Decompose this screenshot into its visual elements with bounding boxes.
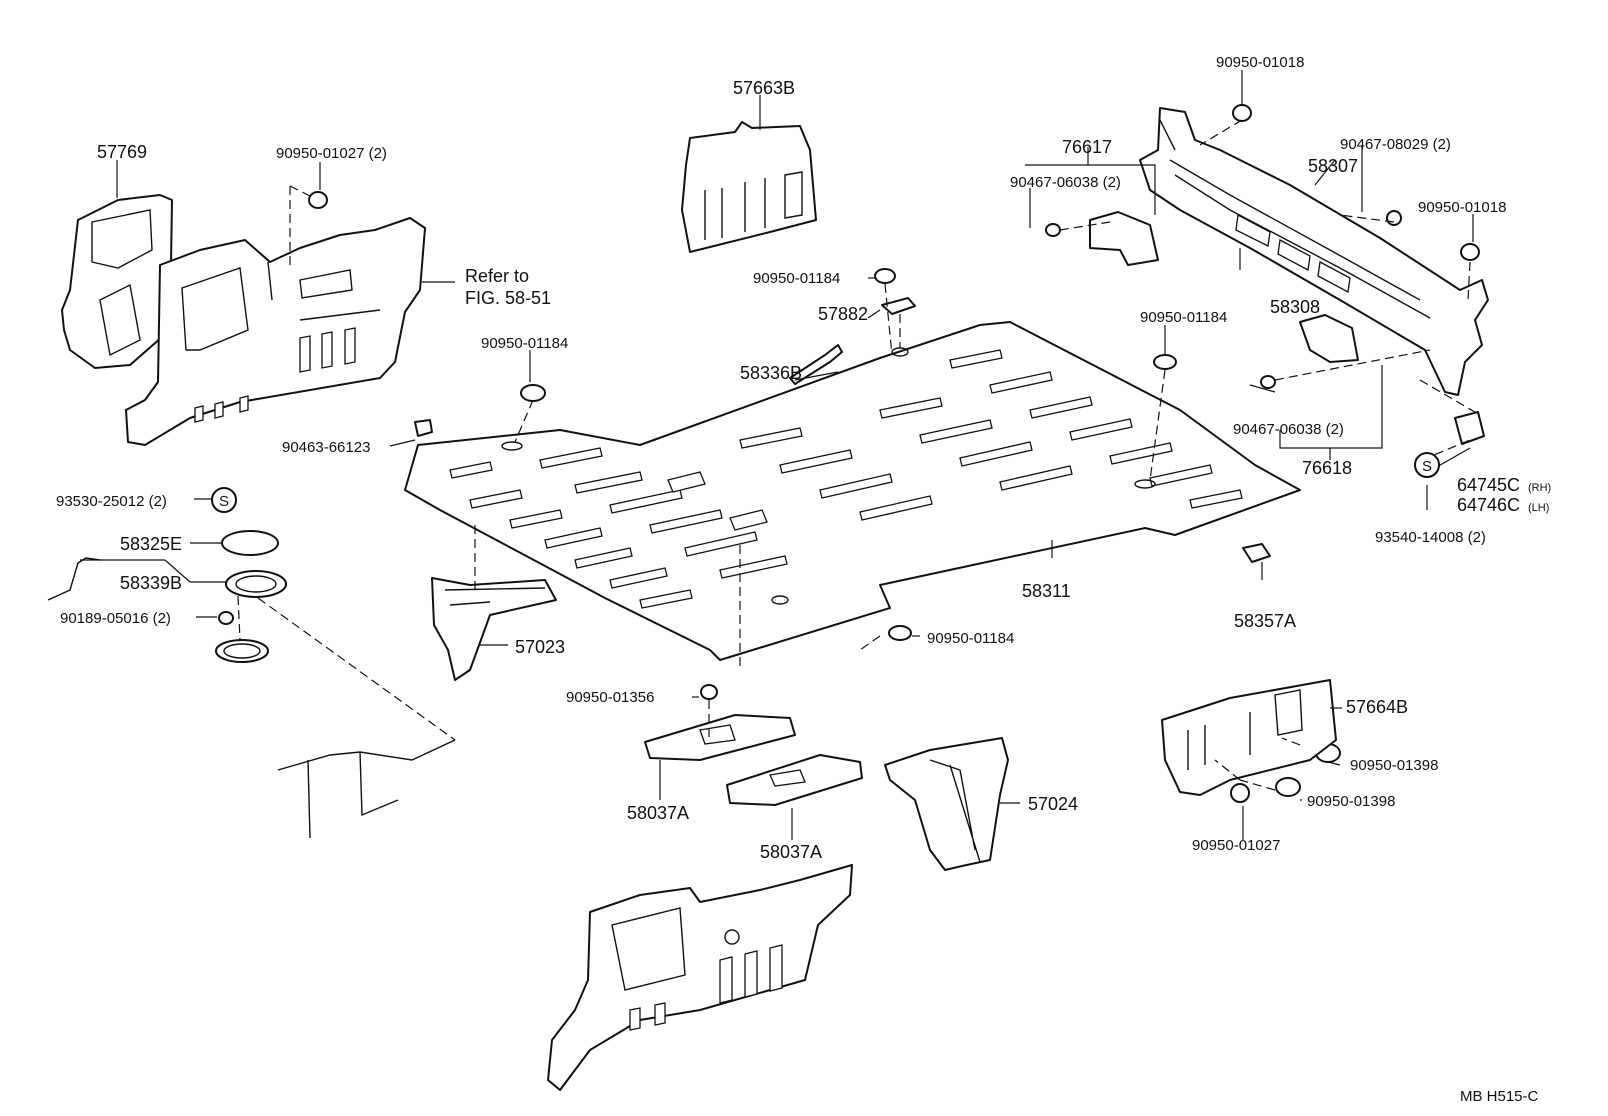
label-58336B: 58336B — [740, 363, 802, 383]
label-90950-01184-b: 90950-01184 — [1140, 309, 1227, 326]
label-90463-66123: 90463-66123 — [282, 439, 370, 456]
label-90950-01184-c: 90950-01184 — [481, 335, 568, 352]
part-58325E-grommet — [221, 530, 279, 556]
s-symbol-left-text: S — [219, 493, 229, 510]
label-90467-08029-2: 90467-08029 (2) — [1340, 136, 1451, 153]
label-93540-14008-2: 93540-14008 (2) — [1375, 529, 1486, 546]
label-58308: 58308 — [1270, 297, 1320, 317]
label-90950-01027: 90950-01027 — [1192, 837, 1280, 854]
label-57769: 57769 — [97, 142, 147, 162]
s-symbol-left: S — [211, 487, 237, 513]
part-57769-side-panel — [61, 194, 173, 369]
label-64745C-suffix: (RH) — [1528, 482, 1551, 494]
part-side-panel-bottom — [547, 864, 853, 1091]
label-57664B: 57664B — [1346, 697, 1408, 717]
label-90467-06038-2-bottom: 90467-06038 (2) — [1233, 421, 1344, 438]
label-58037A-b: 58037A — [760, 842, 822, 862]
label-76617: 76617 — [1062, 137, 1112, 157]
part-90463-66123-clip — [414, 419, 433, 437]
label-footer-code: MB H515-C — [1460, 1088, 1539, 1105]
label-90950-01184-d: 90950-01184 — [927, 630, 1014, 647]
label-58357A: 58357A — [1234, 611, 1296, 631]
part-57024-member — [884, 737, 1009, 871]
label-57024: 57024 — [1028, 794, 1078, 814]
part-57023-member — [431, 577, 557, 681]
label-57023: 57023 — [515, 637, 565, 657]
part-58339B-ring — [225, 570, 287, 598]
label-58037A-a: 58037A — [627, 803, 689, 823]
label-76618: 76618 — [1302, 458, 1352, 478]
label-58311: 58311 — [1022, 581, 1071, 601]
leader-lines — [80, 70, 1481, 840]
part-58037A-bracket-a — [644, 714, 796, 761]
label-64745C: 64745C — [1457, 475, 1520, 495]
part-ring-lower — [215, 639, 269, 663]
s-symbol-right-text: S — [1422, 458, 1432, 475]
label-58325E: 58325E — [120, 534, 182, 554]
label-90950-01184-a: 90950-01184 — [753, 270, 840, 287]
label-90950-01356: 90950-01356 — [566, 689, 654, 706]
part-64745C-bracket — [1454, 411, 1485, 445]
part-58307-rear-crossmember — [1139, 107, 1489, 396]
floor-pan-ribs — [449, 349, 1243, 609]
label-90950-01027-2: 90950-01027 (2) — [276, 145, 387, 162]
label-93530-25012-2: 93530-25012 (2) — [56, 493, 167, 510]
part-57664B-panel — [1161, 679, 1337, 796]
label-57882: 57882 — [818, 304, 868, 324]
label-refer-to-line1: Refer to — [465, 266, 529, 286]
label-refer-to-line2: FIG. 58-51 — [465, 288, 551, 308]
part-58336B-bracket — [789, 344, 843, 385]
part-fuel-tank-outline — [47, 557, 456, 839]
part-58357A-clip — [1242, 543, 1271, 563]
label-90189-05016-2: 90189-05016 (2) — [60, 610, 171, 627]
label-90950-01018-top: 90950-01018 — [1216, 54, 1304, 71]
s-symbol-right: S — [1414, 452, 1440, 478]
part-57663B-panel — [681, 121, 817, 253]
part-labels: 57769 90950-01027 (2) Refer to FIG. 58-5… — [56, 54, 1551, 1105]
part-58037A-bracket-b — [726, 754, 863, 806]
part-76618-bracket — [1299, 314, 1359, 363]
label-64746C-suffix: (LH) — [1528, 502, 1549, 514]
label-64746C: 64746C — [1457, 495, 1520, 515]
label-90950-01018-right: 90950-01018 — [1418, 199, 1506, 216]
label-90467-06038-2-top: 90467-06038 (2) — [1010, 174, 1121, 191]
part-57882-bracket — [881, 297, 916, 315]
label-57663B: 57663B — [733, 78, 795, 98]
part-76617-bracket — [1089, 211, 1159, 266]
label-58339B: 58339B — [120, 573, 182, 593]
part-side-panel-left — [125, 217, 426, 446]
label-90950-01398-b: 90950-01398 — [1307, 793, 1395, 810]
label-58307: 58307 — [1308, 156, 1358, 176]
label-90950-01398-a: 90950-01398 — [1350, 757, 1438, 774]
part-58311-floor-pan — [404, 321, 1301, 661]
